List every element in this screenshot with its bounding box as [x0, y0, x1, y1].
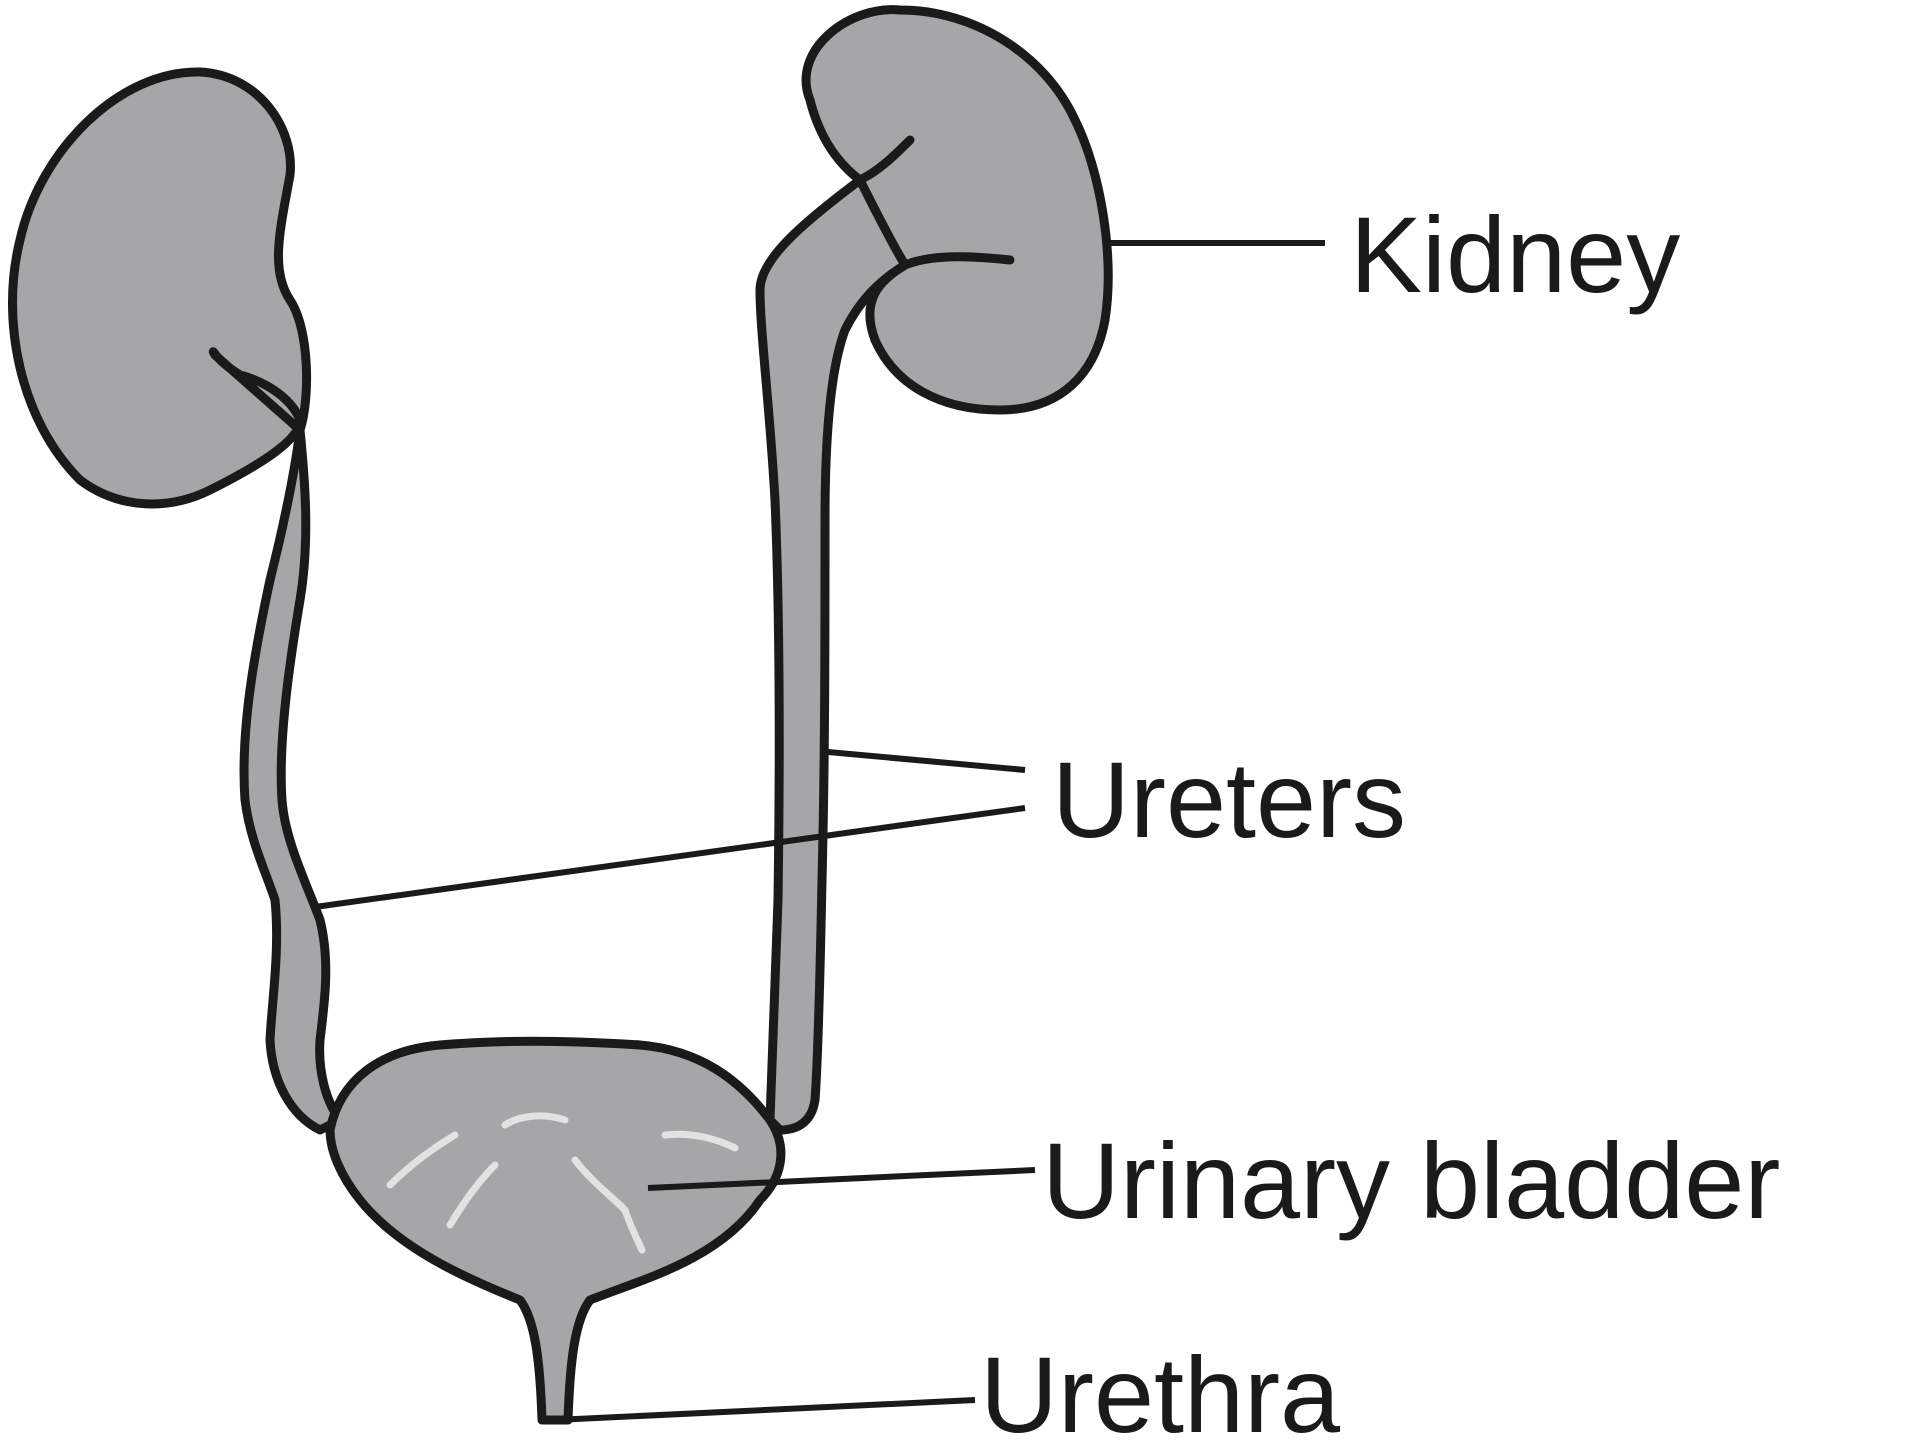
urethra-label: Urethra — [980, 1334, 1341, 1440]
ureters-leader-line-right — [828, 752, 1025, 770]
urinary-bladder-label: Urinary bladder — [1042, 1120, 1780, 1241]
urinary-bladder — [330, 1041, 781, 1420]
left-kidney — [13, 72, 307, 504]
ureters-leader-line-left — [315, 808, 1025, 907]
urethra-leader-line — [555, 1400, 975, 1420]
left-ureter — [244, 430, 340, 1130]
ureters-label: Ureters — [1052, 739, 1406, 860]
kidney-label: Kidney — [1350, 194, 1680, 315]
